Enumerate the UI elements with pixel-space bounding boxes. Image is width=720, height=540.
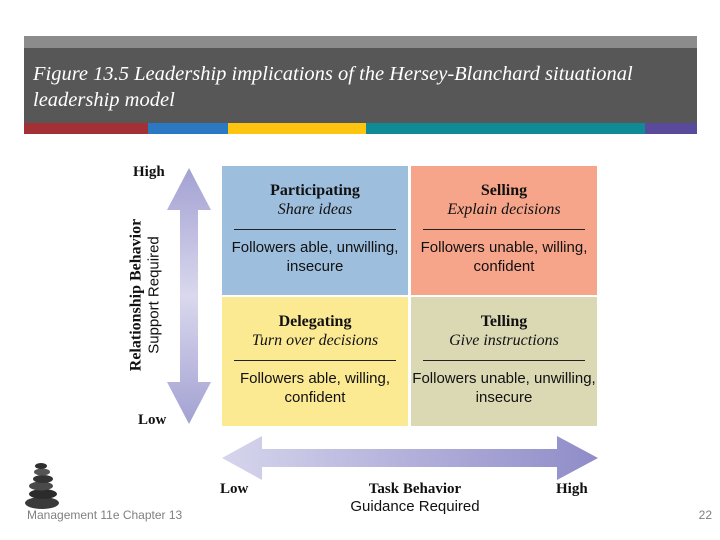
page-number: 22 bbox=[698, 508, 712, 522]
quadrant-divider bbox=[423, 360, 585, 361]
quadrant-style-label: Delegating bbox=[278, 313, 352, 330]
quadrant-action-label: Explain decisions bbox=[447, 201, 561, 218]
quadrant-participating: Participating Share ideas Followers able… bbox=[222, 166, 408, 295]
slide-title: Figure 13.5 Leadership implications of t… bbox=[33, 63, 633, 111]
y-axis-subtitle: Support Required bbox=[145, 236, 163, 354]
color-stripe-yellow bbox=[228, 123, 366, 134]
quadrant-action-label: Turn over decisions bbox=[251, 332, 379, 349]
quadrant-style-label: Selling bbox=[480, 182, 528, 199]
quadrant-delegating: Delegating Turn over decisions Followers… bbox=[222, 297, 408, 426]
quadrant-telling: Telling Give instructions Followers unab… bbox=[411, 297, 597, 426]
quadrant-followers-label: Followers unable, willing, confident bbox=[420, 239, 588, 275]
quadrant-divider bbox=[234, 229, 396, 230]
y-axis-title: Relationship Behavior bbox=[127, 218, 145, 372]
x-axis-high-label: High bbox=[556, 481, 588, 497]
quadrant-divider bbox=[234, 360, 396, 361]
x-axis-low-label: Low bbox=[220, 481, 249, 497]
quadrant-divider bbox=[423, 229, 585, 230]
color-stripe-red bbox=[24, 123, 148, 134]
y-axis-low-label: Low bbox=[138, 412, 167, 428]
quadrant-action-label: Give instructions bbox=[449, 332, 559, 349]
quadrant-followers-label: Followers able, unwilling, insecure bbox=[231, 239, 399, 275]
stacked-stones-icon bbox=[25, 463, 59, 509]
x-axis-label: Task Behavior Guidance Required bbox=[310, 481, 520, 516]
quadrant-style-label: Participating bbox=[270, 182, 360, 199]
x-axis-title: Task Behavior bbox=[368, 481, 462, 497]
quadrant-action-label: Share ideas bbox=[277, 201, 353, 218]
title-bar: Figure 13.5 Leadership implications of t… bbox=[24, 48, 697, 123]
quadrant-followers-label: Followers unable, unwilling, insecure bbox=[412, 370, 596, 406]
color-stripe-blue bbox=[148, 123, 228, 134]
x-axis-subtitle: Guidance Required bbox=[350, 498, 480, 515]
color-stripe-teal bbox=[366, 123, 645, 134]
horizontal-double-arrow bbox=[222, 436, 598, 480]
title-bar-accent bbox=[24, 36, 697, 48]
quadrant-selling: Selling Explain decisions Followers unab… bbox=[411, 166, 597, 295]
quadrant-followers-label: Followers able, willing, confident bbox=[239, 370, 391, 406]
quadrant-style-label: Telling bbox=[480, 313, 528, 330]
color-stripe-purple bbox=[645, 123, 697, 134]
vertical-double-arrow bbox=[167, 168, 211, 424]
footer-text: Management 11e Chapter 13 bbox=[27, 508, 183, 522]
y-axis-high-label: High bbox=[133, 164, 165, 180]
